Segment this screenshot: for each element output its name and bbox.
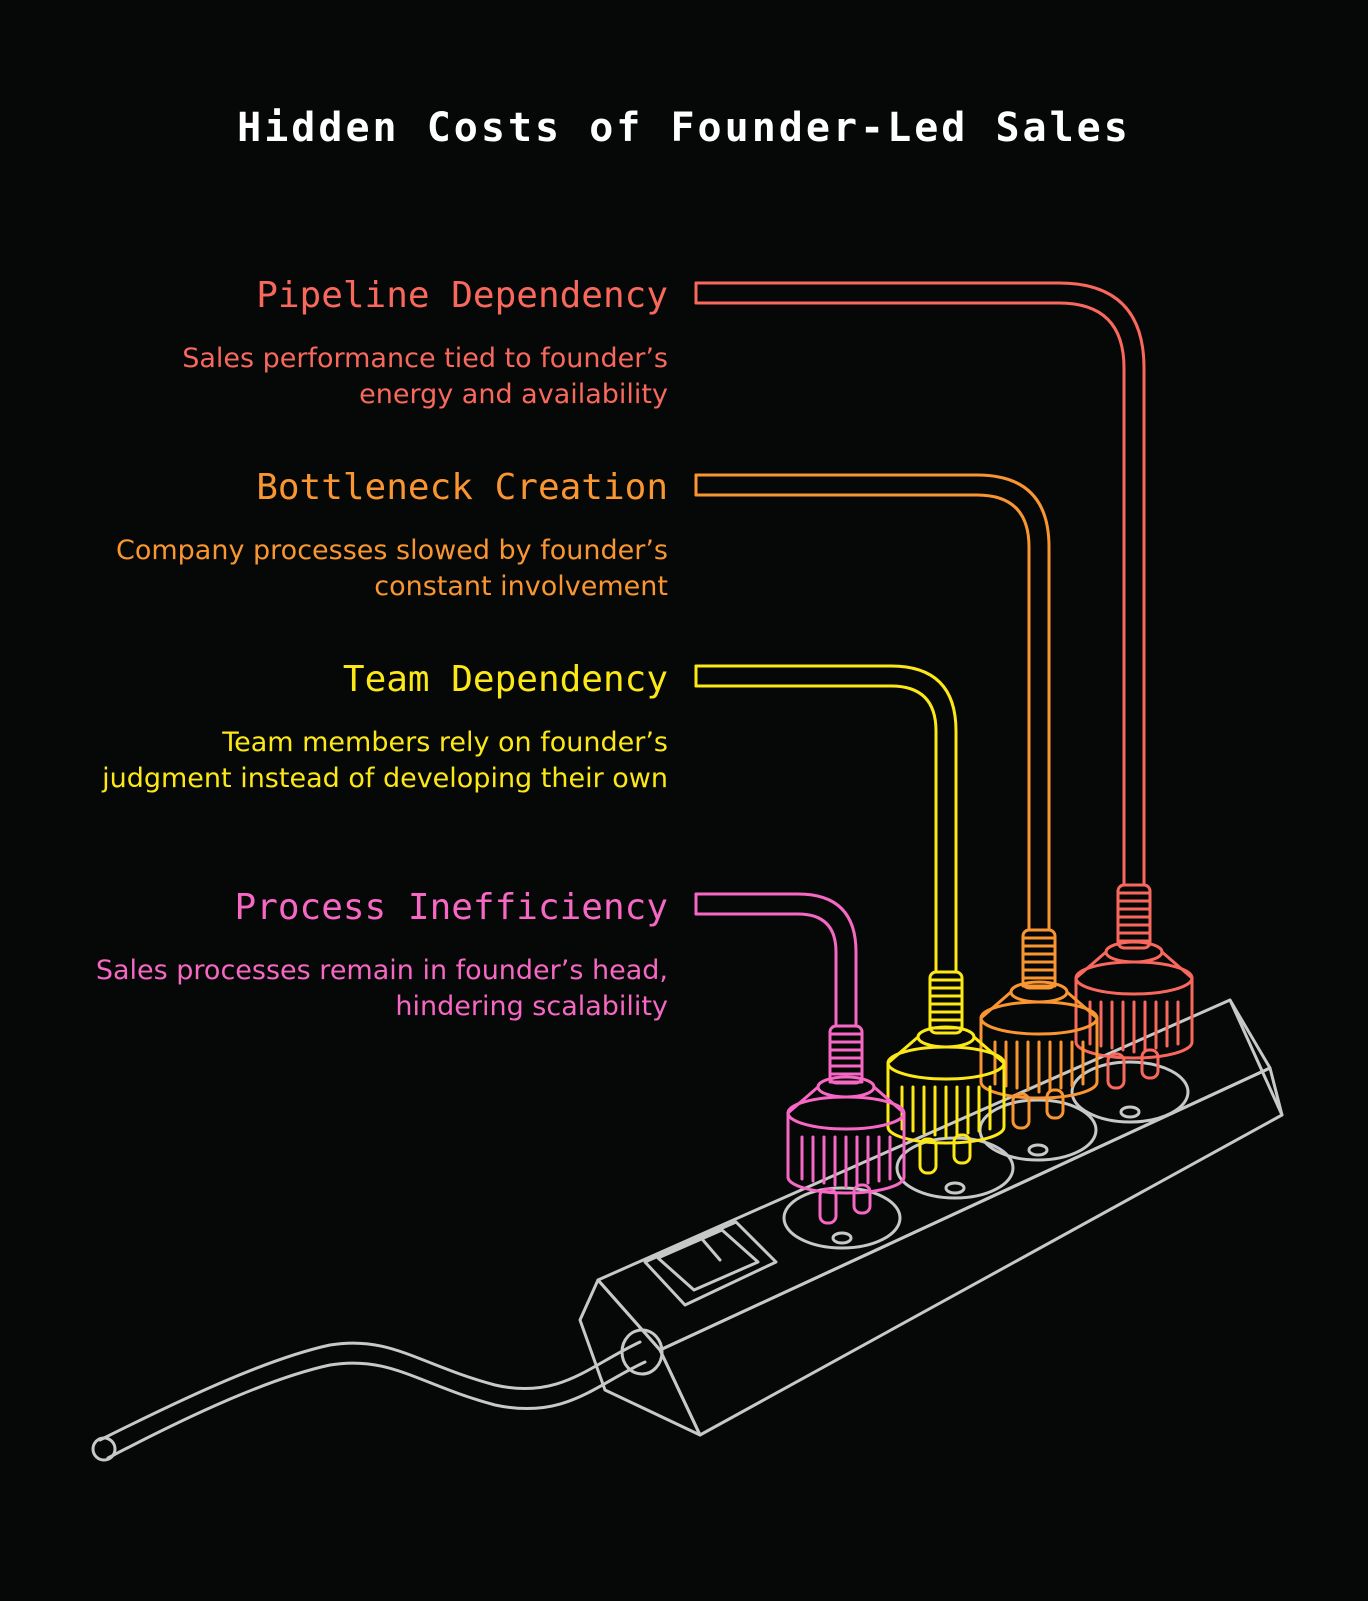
- plug-1: [694, 281, 1194, 1090]
- plug-pin: [852, 1183, 872, 1215]
- outlet: [1070, 1060, 1190, 1124]
- plug-body: [979, 1016, 1099, 1100]
- item-description: Team members rely on founder’s judgment …: [102, 727, 668, 794]
- plugs: [694, 281, 1194, 1225]
- cable-socket: [620, 1328, 664, 1376]
- plug-cap-top: [916, 1025, 976, 1049]
- cord: [694, 473, 1051, 932]
- cable-end: [91, 1436, 117, 1462]
- cord: [694, 301, 1126, 887]
- item-pipeline-dependency: Pipeline Dependency Sales performance ti…: [88, 275, 668, 413]
- plug-body-top: [886, 1045, 1006, 1081]
- plug-cap-top: [816, 1075, 876, 1099]
- item-process-inefficiency: Process Inefficiency Sales processes rem…: [88, 887, 668, 1025]
- plug-neck: [1021, 928, 1057, 990]
- cable: [106, 1360, 647, 1460]
- plug-cap-side: [979, 990, 1099, 1020]
- plug-pin: [1045, 1088, 1065, 1120]
- item-description: Sales processes remain in founder’s head…: [95, 955, 668, 1022]
- plug-body: [886, 1061, 1006, 1145]
- plug-pin: [1140, 1048, 1160, 1080]
- plug-3: [694, 664, 1006, 1175]
- plug-pin: [1106, 1052, 1126, 1090]
- cable: [98, 1340, 642, 1442]
- plug-pin: [952, 1133, 972, 1165]
- plug-body-top: [979, 1000, 1099, 1036]
- outlet-hole: [1119, 1105, 1141, 1119]
- plug-body: [1074, 976, 1194, 1060]
- item-description: Sales performance tied to founder’s ener…: [182, 343, 668, 410]
- plug-cap-side: [786, 1085, 906, 1115]
- strip-edge: [1228, 998, 1284, 1117]
- power-strip: [91, 998, 1284, 1462]
- plug-cap-top: [1104, 940, 1164, 964]
- item-bottleneck-creation: Bottleneck Creation Company processes sl…: [88, 467, 668, 605]
- plug-body-top: [1074, 960, 1194, 996]
- outlet: [978, 1098, 1098, 1162]
- plug-pin: [1011, 1092, 1031, 1130]
- item-team-dependency: Team Dependency Team members rely on fou…: [88, 659, 668, 797]
- cord: [694, 664, 958, 974]
- switch-icon: [656, 1228, 760, 1292]
- cord: [694, 281, 1146, 887]
- item-heading: Team Dependency: [342, 659, 668, 700]
- cord: [694, 912, 838, 1028]
- cord: [694, 493, 1031, 932]
- plug-2: [694, 473, 1099, 1130]
- outlet-hole: [831, 1231, 853, 1245]
- item-heading: Bottleneck Creation: [256, 467, 668, 508]
- outlet-hole: [1027, 1143, 1049, 1157]
- plug-body: [786, 1111, 906, 1195]
- item-heading: Pipeline Dependency: [256, 275, 668, 316]
- cord: [694, 684, 938, 974]
- strip-front-face: [658, 1066, 1284, 1437]
- plug-pin: [818, 1187, 838, 1225]
- outlet: [782, 1186, 902, 1250]
- switch-base: [643, 1220, 778, 1307]
- outlet-hole: [944, 1181, 966, 1195]
- item-description: Company processes slowed by founder’s co…: [116, 535, 668, 602]
- switch-divider: [700, 1237, 722, 1262]
- plug-cap-side: [886, 1035, 1006, 1065]
- plug-cap-side: [1074, 950, 1194, 980]
- plug-pin: [918, 1137, 938, 1175]
- plug-4: [694, 892, 906, 1225]
- page-title: Hidden Costs of Founder-Led Sales: [237, 105, 1131, 151]
- strip-end-face: [578, 1278, 702, 1437]
- cord: [694, 892, 858, 1028]
- item-heading: Process Inefficiency: [234, 887, 668, 928]
